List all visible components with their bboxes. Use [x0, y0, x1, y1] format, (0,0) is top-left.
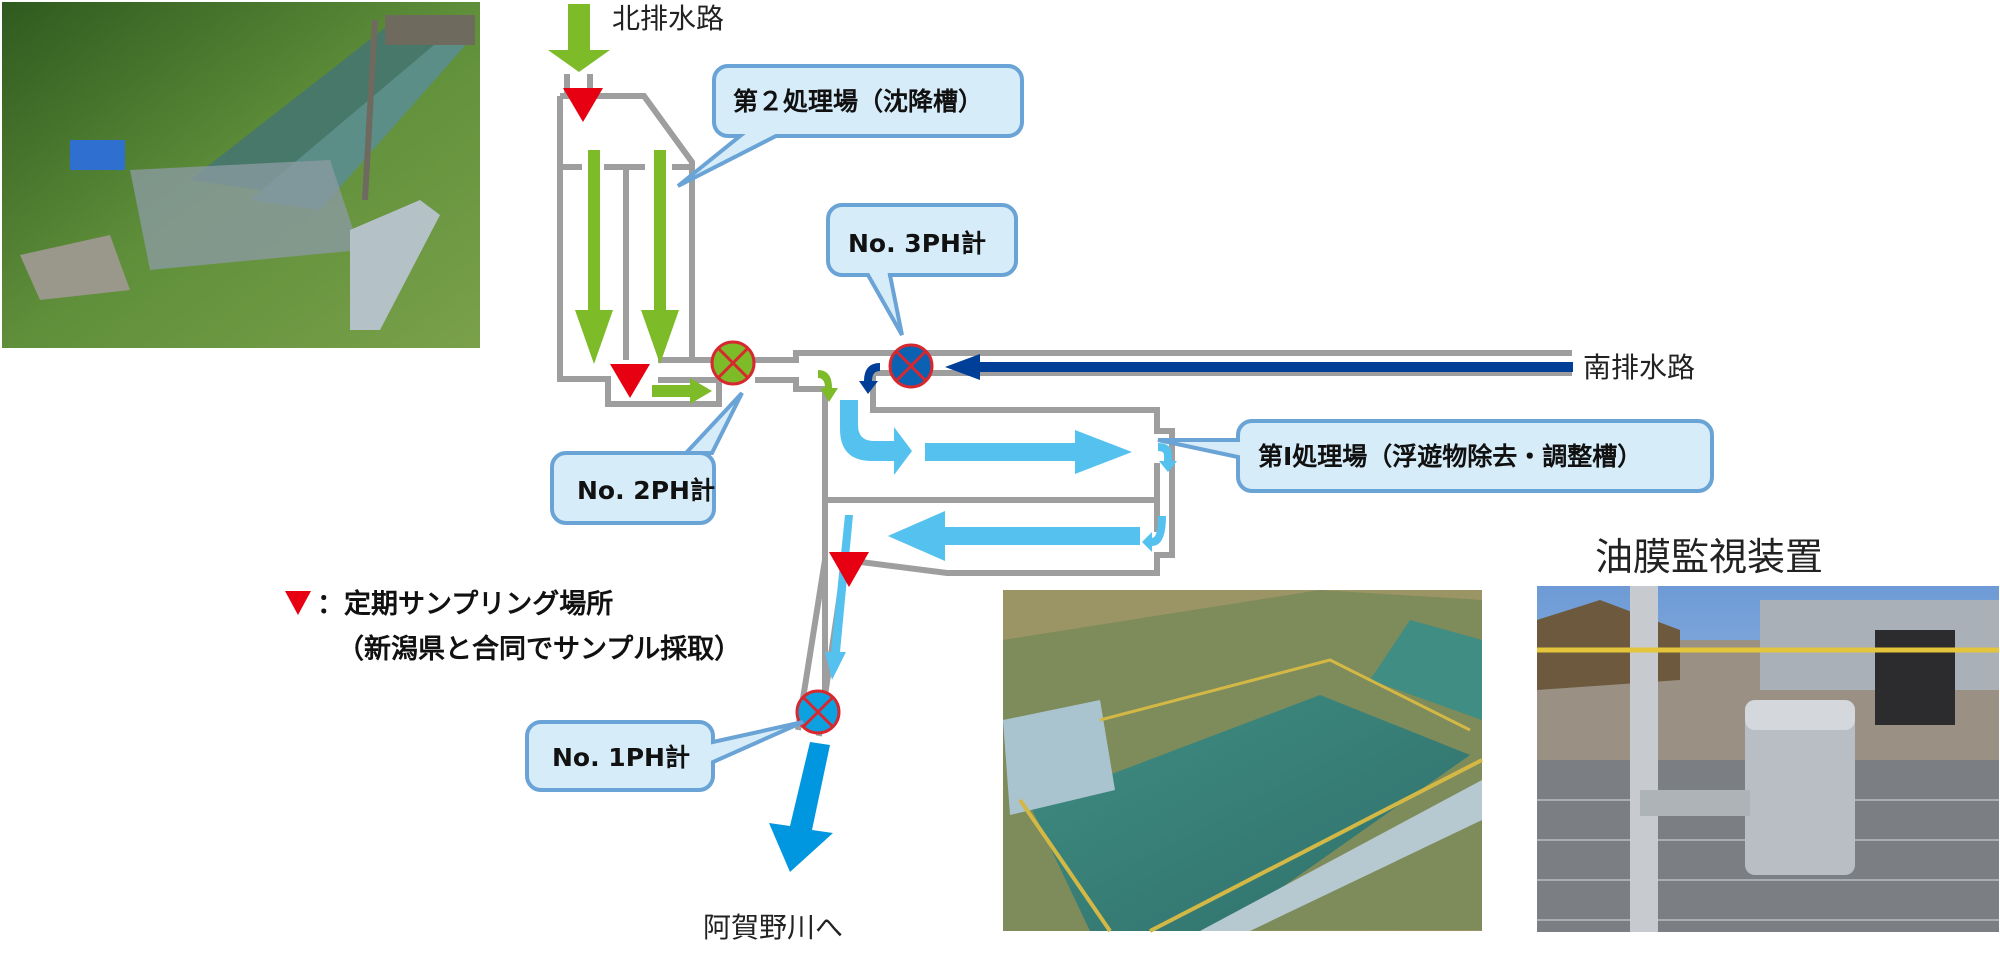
- ph-meter-3-icon[interactable]: [888, 343, 934, 389]
- plant1-right-turn-arrow: [1158, 443, 1177, 472]
- plant1-turn-arrow: [840, 400, 912, 475]
- callout-ph3-text: No. 3PH計: [848, 229, 986, 258]
- legend-text-1: ：定期サンプリング場所: [317, 589, 614, 620]
- ph-meter-2-icon[interactable]: [710, 340, 756, 386]
- south-flow-arrows: [859, 354, 1573, 394]
- north-flow-arrows: [548, 4, 838, 404]
- plant1-return-turn-arrow: [1142, 516, 1166, 552]
- callout-plant1-text: 第Ⅰ処理場（浮遊物除去・調整槽）: [1258, 442, 1642, 471]
- outflow-channel-arrow: [825, 515, 853, 680]
- callout-plant2: 第２処理場（沈降槽）: [676, 64, 1024, 188]
- green-turn-arrow: [818, 370, 838, 402]
- callout-ph1: No. 1PH計: [525, 720, 804, 792]
- legend-line-1: ：定期サンプリング場所: [285, 582, 741, 627]
- plant2-down-arrow-left: [575, 150, 613, 364]
- sampling-point-icon: [563, 88, 603, 122]
- plant1-photo: [1003, 590, 1483, 933]
- ph-meter-1-icon[interactable]: [795, 689, 841, 735]
- south-channel-label: 南排水路: [1583, 351, 1695, 384]
- legend-line-2: （新潟県と合同でサンプル採取）: [337, 634, 742, 665]
- plant2-down-arrow-right: [641, 150, 679, 364]
- oil-monitor-photo: [1537, 586, 1999, 932]
- callout-ph1-text: No. 1PH計: [552, 743, 690, 772]
- sampling-point-icon: [610, 364, 650, 398]
- sampling-point-icon: [829, 552, 869, 587]
- north-channel-label: 北排水路: [612, 2, 724, 35]
- sampling-point-icon: [285, 591, 311, 615]
- callout-ph3: No. 3PH計: [826, 203, 1018, 336]
- callout-plant2-text: 第２処理場（沈降槽）: [733, 87, 983, 116]
- outflow-destination-label: 阿賀野川へ: [703, 911, 843, 944]
- plant2-outlet-arrow: [652, 378, 712, 404]
- plant2-photo: [2, 2, 480, 348]
- plant1-back-arrow: [888, 511, 1140, 561]
- sampling-legend: ：定期サンプリング場所 （新潟県と合同でサンプル採取）: [285, 582, 741, 672]
- sampling-points: [563, 88, 869, 587]
- outflow-to-river-arrow: [769, 742, 833, 872]
- callout-ph2: No. 2PH計: [550, 391, 744, 525]
- oil-monitor-label: 油膜監視装置: [1595, 535, 1823, 579]
- north-inlet-arrow: [548, 4, 610, 72]
- plant1-forward-arrow: [925, 430, 1132, 474]
- south-inlet-arrow: [945, 354, 1573, 380]
- callout-ph2-text: No. 2PH計: [577, 476, 715, 505]
- callout-plant1: 第Ⅰ処理場（浮遊物除去・調整槽）: [1157, 419, 1714, 493]
- blue-turn-arrow: [859, 363, 880, 394]
